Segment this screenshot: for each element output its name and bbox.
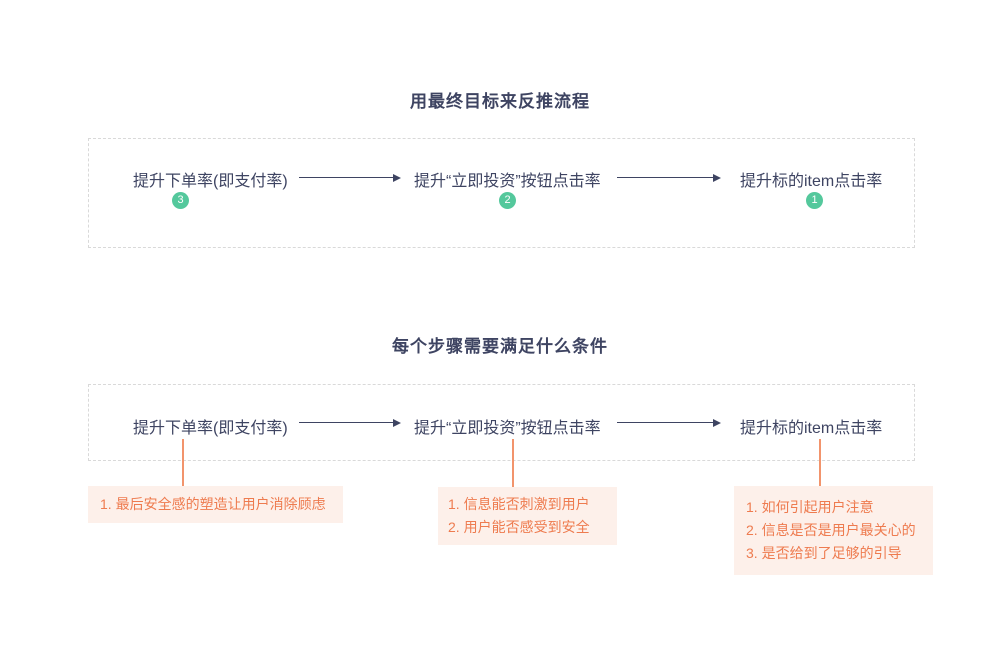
- conditions-flow-box: [88, 384, 915, 461]
- note-item: 3. 是否给到了足够的引导: [746, 545, 902, 561]
- step-invest-button-ctr: 提升“立即投资”按钮点击率: [414, 173, 601, 190]
- goal-flow-box: [88, 138, 915, 248]
- flow-arrow-icon: [617, 418, 721, 427]
- note-item: 1. 信息能否刺激到用户: [448, 496, 590, 512]
- step-item-ctr: 提升标的item点击率: [740, 173, 883, 190]
- note-item: 1. 最后安全感的塑造让用户消除顾虑: [100, 496, 326, 512]
- step-order-rate: 提升下单率(即支付率): [133, 420, 288, 437]
- step-item-badge: 1: [806, 192, 823, 209]
- flow-arrow-icon: [299, 173, 401, 182]
- note-box-invest-button: 1. 信息能否刺激到用户 2. 用户能否感受到安全: [438, 487, 617, 545]
- flow-arrow-icon: [299, 418, 401, 427]
- note-box-order-rate: 1. 最后安全感的塑造让用户消除顾虑: [88, 486, 343, 523]
- step-invest-button-ctr: 提升“立即投资”按钮点击率: [414, 420, 601, 437]
- note-item: 1. 如何引起用户注意: [746, 499, 874, 515]
- step-order-rate: 提升下单率(即支付率): [133, 173, 288, 190]
- note-box-item-ctr: 1. 如何引起用户注意 2. 信息是否是用户最关心的 3. 是否给到了足够的引导: [734, 486, 933, 575]
- connector-line: [182, 439, 184, 486]
- section2-title: 每个步骤需要满足什么条件: [392, 337, 608, 356]
- note-item: 2. 信息是否是用户最关心的: [746, 522, 916, 538]
- step-item-ctr: 提升标的item点击率: [740, 420, 883, 437]
- step-invest-badge: 2: [499, 192, 516, 209]
- flow-arrow-icon: [617, 173, 721, 182]
- connector-line: [819, 439, 821, 486]
- connector-line: [512, 439, 514, 487]
- step-order-badge: 3: [172, 192, 189, 209]
- note-item: 2. 用户能否感受到安全: [448, 519, 590, 535]
- section1-title: 用最终目标来反推流程: [410, 92, 590, 111]
